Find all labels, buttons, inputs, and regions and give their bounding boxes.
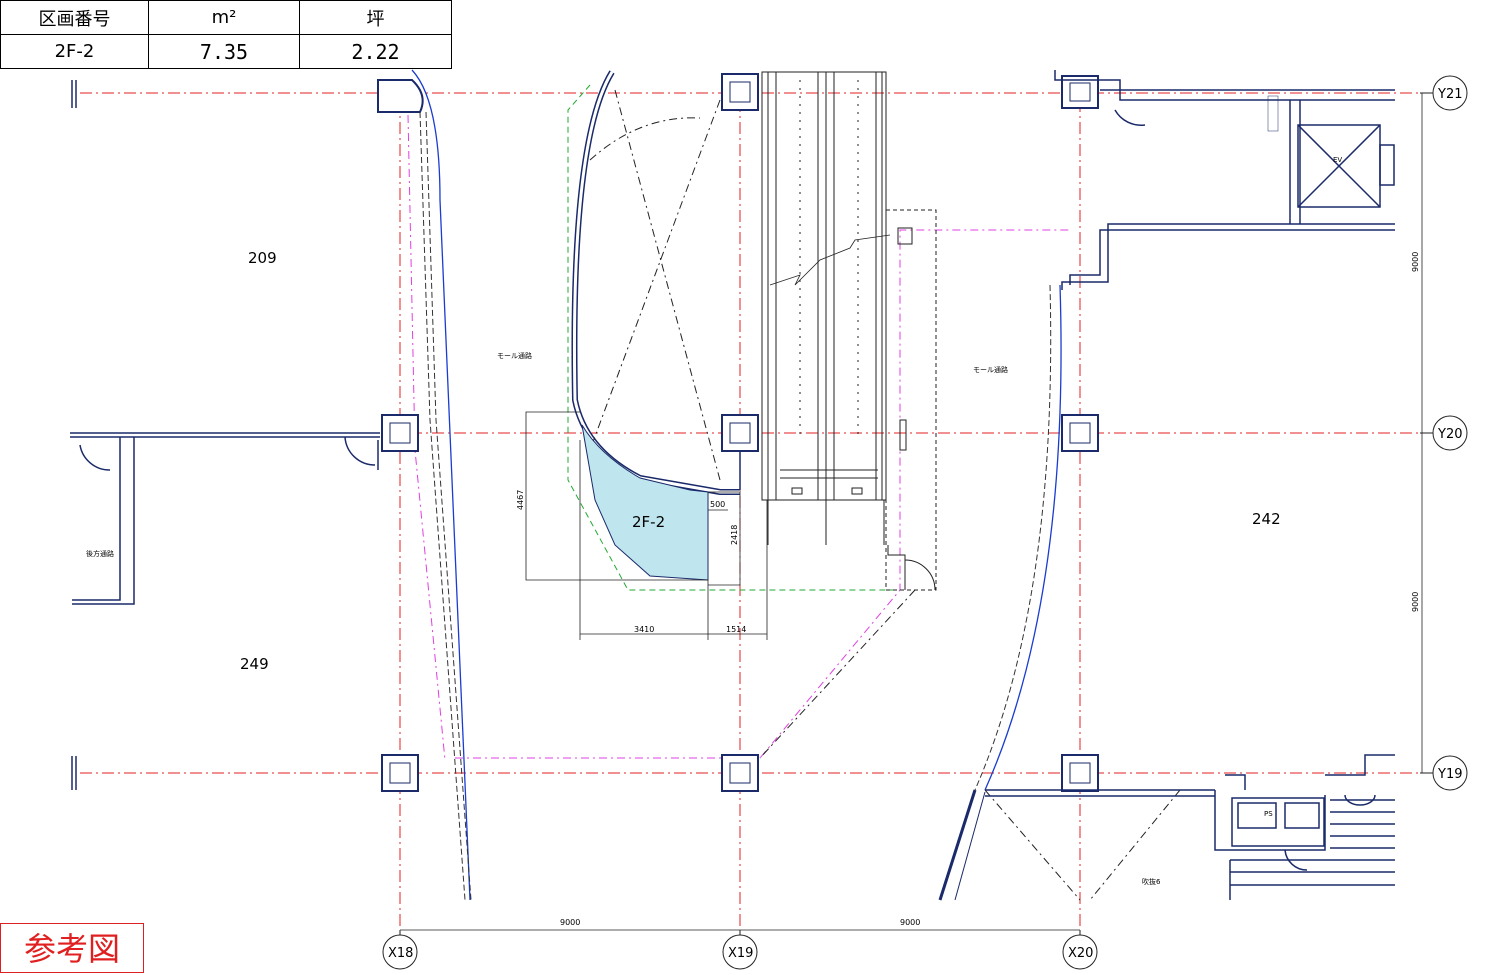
mall-corridor-right-label: モール通路 xyxy=(973,365,1008,374)
void-diagonals xyxy=(589,89,1181,901)
dim-grid-x2: 9000 xyxy=(900,918,920,927)
cell-section-number: 2F-2 xyxy=(0,34,149,69)
axis-bubbles xyxy=(382,75,1468,970)
area-table: 区画番号 m² 坪 2F-2 7.35 2.22 xyxy=(0,0,452,69)
dim-grid-y1: 9000 xyxy=(1411,252,1420,272)
unit-2f-2-label: 2F-2 xyxy=(632,513,665,531)
escalators xyxy=(761,71,937,591)
header-tsubo: 坪 xyxy=(299,0,452,35)
axis-x18-label: X18 xyxy=(388,946,413,961)
room-242-label: 242 xyxy=(1252,510,1281,528)
grid-lines xyxy=(80,92,1420,930)
cell-tsubo: 2.22 xyxy=(299,34,452,69)
axis-y19-label: Y19 xyxy=(1437,767,1462,782)
dim-height-lower: 2418 xyxy=(730,525,739,545)
void-wall xyxy=(571,70,741,495)
axis-x19-label: X19 xyxy=(728,946,753,961)
ev-label: EV xyxy=(1333,156,1342,164)
area-table-row: 2F-2 7.35 2.22 xyxy=(0,34,452,69)
dim-height-total: 4467 xyxy=(516,490,525,510)
room-249-label: 249 xyxy=(240,655,269,673)
right-facade xyxy=(938,284,1062,901)
mall-corridor-left-label: モール通路 xyxy=(497,351,532,360)
header-square-meters: m² xyxy=(148,0,300,35)
dim-grid-y2: 9000 xyxy=(1411,592,1420,612)
dim-small-width: 500 xyxy=(710,500,725,509)
columns xyxy=(377,73,1099,792)
void-outline xyxy=(567,84,900,591)
ps-label: PS xyxy=(1264,810,1273,818)
cell-square-meters: 7.35 xyxy=(148,34,300,69)
header-section-number: 区画番号 xyxy=(0,0,149,35)
dim-width-side: 1514 xyxy=(726,625,746,634)
dim-grid-x1: 9000 xyxy=(560,918,580,927)
dim-width-main: 3410 xyxy=(634,625,654,634)
left-facade xyxy=(411,69,472,901)
right-walls xyxy=(985,70,1395,900)
area-table-header: 区画番号 m² 坪 xyxy=(0,0,452,35)
axis-x20-label: X20 xyxy=(1068,946,1093,961)
back-corridor-label: 後方通路 xyxy=(86,549,114,558)
unit-area xyxy=(581,424,709,581)
axis-y21-label: Y21 xyxy=(1437,87,1462,102)
axis-y20-label: Y20 xyxy=(1437,427,1462,442)
room-209-label: 209 xyxy=(248,249,277,267)
atrium-label: 吹抜6 xyxy=(1142,877,1161,886)
reference-drawing-stamp: 参考図 xyxy=(0,923,144,973)
left-walls xyxy=(70,80,380,790)
